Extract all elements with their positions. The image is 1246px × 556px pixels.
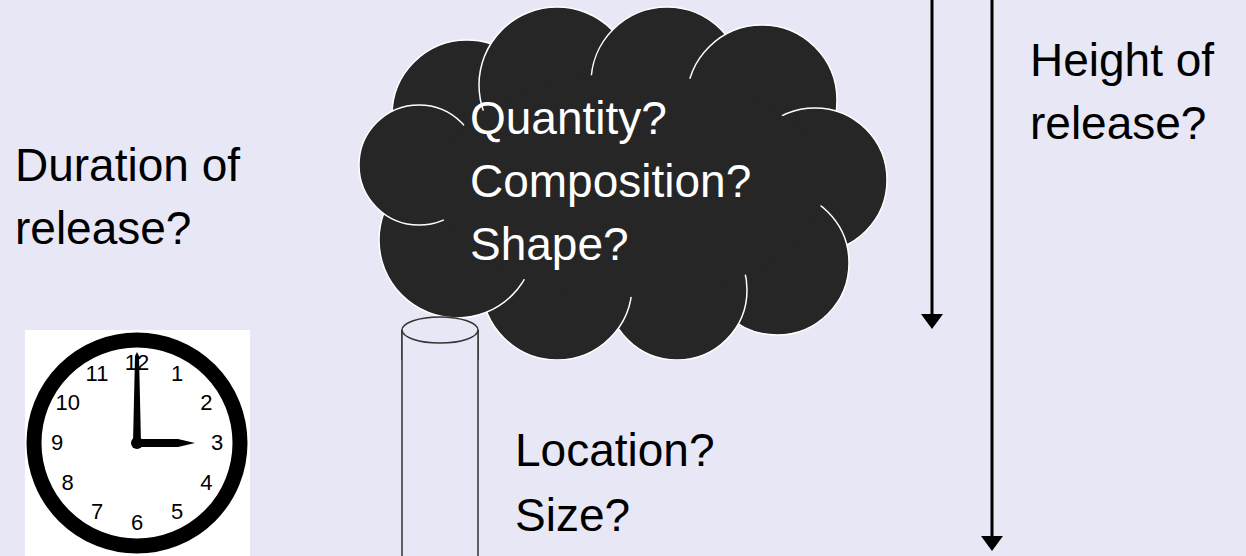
question-label: Duration of release? xyxy=(15,134,285,260)
clock-number: 11 xyxy=(86,362,109,386)
clock-number: 1 xyxy=(171,362,183,386)
clock-number: 5 xyxy=(171,500,183,524)
clock-number: 10 xyxy=(55,391,79,415)
clock-icon xyxy=(25,330,250,556)
question-label: Size? xyxy=(515,484,815,547)
question-text: Composition? xyxy=(470,150,751,213)
clock-number: 12 xyxy=(125,351,149,375)
clock-number: 7 xyxy=(91,500,103,524)
clock-number: 4 xyxy=(200,471,212,495)
question-text: Shape? xyxy=(470,213,751,276)
question-label: Location? xyxy=(515,419,815,482)
clock-number: 9 xyxy=(51,431,63,455)
smoke-cloud: Quantity?Composition?Shape? xyxy=(357,5,902,360)
clock-number: 3 xyxy=(211,431,223,455)
chimney xyxy=(402,330,478,556)
question-label: Height of release? xyxy=(1030,29,1240,155)
question-text: Quantity? xyxy=(470,87,751,150)
height-arrow xyxy=(921,0,1003,551)
cloud-text: Quantity?Composition?Shape? xyxy=(470,87,751,276)
clock-number: 8 xyxy=(62,471,74,495)
clock-number: 2 xyxy=(200,391,212,415)
clock-number: 6 xyxy=(131,511,143,535)
